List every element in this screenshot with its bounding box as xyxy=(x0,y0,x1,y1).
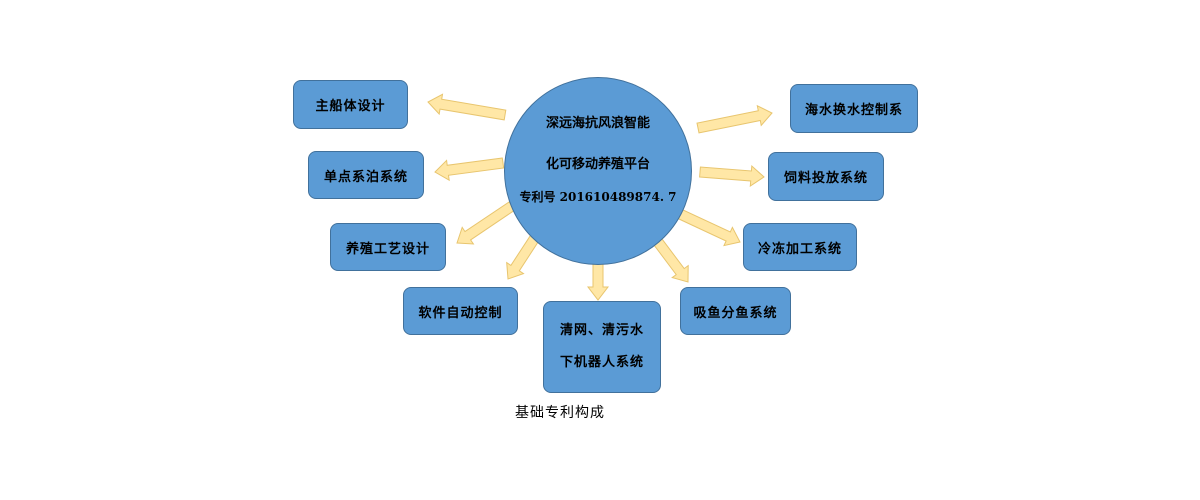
center-platform-circle: 深远海抗风浪智能 化可移动养殖平台 专利号 201610489874. 7 xyxy=(504,77,692,265)
node-aquaculture-process-label: 养殖工艺设计 xyxy=(345,241,430,257)
node-fish-pumping-label: 吸鱼分鱼系统 xyxy=(693,305,778,321)
arrow-to-hull-design xyxy=(427,93,507,121)
node-seawater-exchange-label: 海水换水控制系 xyxy=(804,103,903,118)
node-freezing-processing-label: 冷冻加工系统 xyxy=(757,241,842,257)
node-aquaculture-process: 养殖工艺设计 xyxy=(330,223,446,271)
node-hull-design: 主船体设计 xyxy=(293,80,408,129)
diagram-caption: 基础专利构成 xyxy=(515,405,605,421)
arrow-to-feed-dispensing xyxy=(699,164,765,187)
center-title-line2: 化可移动养殖平台 xyxy=(545,157,650,172)
node-net-cleaning-line2: 下机器人系统 xyxy=(559,355,644,370)
node-net-cleaning-line1: 清网、清污水 xyxy=(559,323,644,338)
node-net-cleaning-robot: 清网、清污水 下机器人系统 xyxy=(543,301,661,393)
center-title-line1: 深远海抗风浪智能 xyxy=(545,116,650,131)
node-fish-pumping: 吸鱼分鱼系统 xyxy=(680,287,791,335)
node-feed-dispensing: 饲料投放系统 xyxy=(768,152,884,201)
arrow-to-freezing-processing xyxy=(677,208,741,247)
node-freezing-processing: 冷冻加工系统 xyxy=(743,223,857,271)
node-single-point-mooring-label: 单点系泊系统 xyxy=(323,169,408,185)
node-software-control: 软件自动控制 xyxy=(403,287,518,335)
arrow-to-aquaculture-process xyxy=(456,201,516,245)
node-hull-design-label: 主船体设计 xyxy=(315,99,386,114)
node-feed-dispensing-label: 饲料投放系统 xyxy=(783,171,868,186)
arrow-to-seawater-exchange xyxy=(696,104,773,134)
arrow-to-single-point-mooring xyxy=(434,157,505,182)
node-single-point-mooring: 单点系泊系统 xyxy=(308,151,424,199)
node-software-control-label: 软件自动控制 xyxy=(418,305,503,321)
center-patent-number: 专利号 201610489874. 7 xyxy=(519,190,677,204)
node-seawater-exchange: 海水换水控制系 xyxy=(790,84,918,133)
